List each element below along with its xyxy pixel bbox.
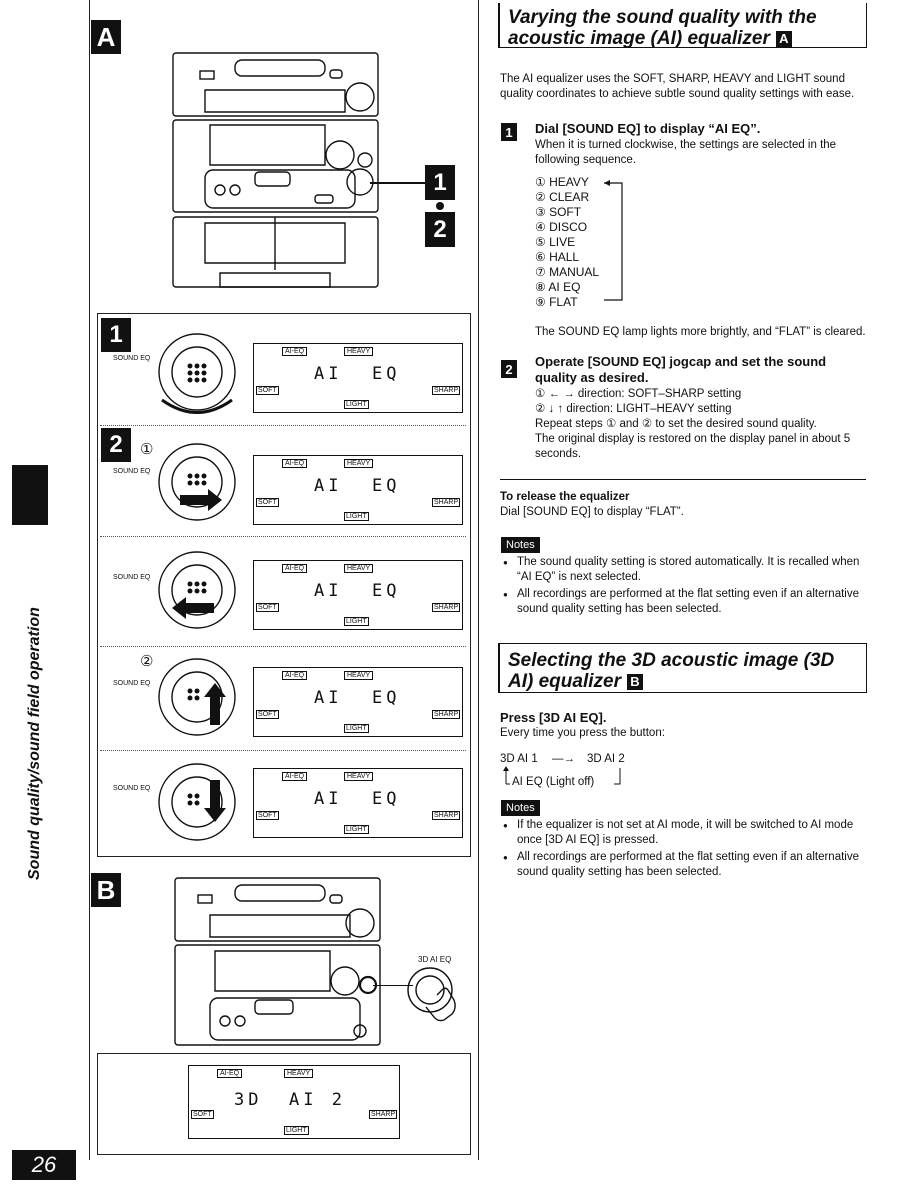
row-divider: [100, 536, 466, 537]
section-b-badge: B: [91, 873, 121, 907]
display-panel: AI-EQ HEAVY AI EQ SOFT SHARP LIGHT: [253, 455, 463, 525]
figure-step-2-circle-1: ①: [140, 441, 154, 458]
sidebar-tab-block: [12, 465, 48, 525]
mode-seq-arrow: —→: [552, 753, 575, 765]
mode-seq-a: 3D AI 1: [500, 753, 538, 765]
sound-eq-label: SOUND EQ: [113, 680, 151, 687]
sequence-list: ① HEAVY ② CLEAR ③ SOFT ④ DISCO ⑤ LIVE ⑥ …: [535, 175, 599, 310]
section-b-title: Selecting the 3D acoustic image (3D AI) …: [508, 650, 835, 692]
row-divider: [100, 646, 466, 647]
page-number: 26: [12, 1150, 76, 1180]
press-heading: Press [3D AI EQ].: [500, 710, 607, 725]
list-item: The sound quality setting is stored auto…: [500, 555, 868, 585]
display-panel: AI-EQ HEAVY AI EQ SOFT SHARP LIGHT: [253, 560, 463, 630]
step-2-badge: 2: [501, 360, 517, 378]
step-2-heading: Operate [SOUND EQ] jogcap and set the so…: [535, 354, 827, 385]
callout-dot: [436, 202, 444, 210]
3d-ai-eq-button-icon: [407, 967, 456, 1022]
mode-loop-arrow-icon: [503, 766, 621, 785]
sound-eq-label: SOUND EQ: [113, 468, 151, 475]
list-item: All recordings are performed at the flat…: [500, 850, 868, 880]
section-a-badge: A: [91, 20, 121, 54]
list-item: ⑦ MANUAL: [535, 265, 600, 279]
figure-step-1-badge: 1: [101, 318, 131, 352]
list-item: ⑥ HALL: [535, 250, 580, 264]
section-a-title: Varying the sound quality with the acous…: [508, 7, 817, 49]
step-1-footer: The SOUND EQ lamp lights more brightly, …: [535, 326, 866, 338]
sound-eq-label: SOUND EQ: [113, 574, 151, 581]
callout-line: [370, 182, 425, 184]
row-divider: [100, 750, 466, 751]
display-panel-b: AI-EQ HEAVY 3D AI 2 SOFT SHARP LIGHT: [188, 1065, 400, 1139]
list-item: If the equalizer is not set at AI mode, …: [500, 818, 868, 848]
list-item: All recordings are performed at the flat…: [500, 587, 868, 617]
figure-step-circle-2: ②: [140, 653, 154, 670]
release-heading: To release the equalizer: [500, 491, 630, 503]
notes-b-label: Notes: [501, 798, 540, 816]
steps-figure-frame: [97, 313, 471, 857]
left-edge-rule: [89, 0, 90, 1160]
section-b-title-box: Selecting the 3D acoustic image (3D AI) …: [498, 643, 867, 693]
stereo-unit-a-illustration: [172, 52, 379, 288]
list-item: ① HEAVY: [535, 175, 589, 189]
sidebar-vertical-text: Sound quality/sound field operation: [26, 607, 43, 880]
sound-eq-dial-up-icon: [158, 658, 236, 736]
sound-eq-dial-left-icon: [158, 551, 236, 629]
section-a-intro: The AI equalizer uses the SOFT, SHARP, H…: [500, 73, 855, 100]
step-1-badge: 1: [501, 123, 517, 141]
notes-b-list: If the equalizer is not set at AI mode, …: [500, 818, 868, 882]
list-item: ② CLEAR: [535, 190, 590, 204]
release-text: Dial [SOUND EQ] to display “FLAT”.: [500, 506, 684, 518]
list-item: ⑧ AI EQ: [535, 280, 581, 294]
sequence-loop-arrow-icon: [604, 180, 623, 301]
display-panel: AI-EQ HEAVY AI EQ SOFT SHARP LIGHT: [253, 667, 463, 737]
press-text: Every time you press the button:: [500, 727, 665, 739]
row-divider: [100, 425, 466, 426]
b-figure-frame: [97, 1053, 471, 1155]
sound-eq-label: SOUND EQ: [113, 785, 151, 792]
step-2-body: ① ← → direction: SOFT–SHARP setting ② ↓ …: [535, 388, 851, 460]
sound-eq-dial-down-icon: [158, 763, 236, 841]
notes-a-list: The sound quality setting is stored auto…: [500, 555, 868, 619]
3d-ai-eq-button-label: 3D AI EQ: [418, 955, 452, 964]
display-panel: AI-EQ HEAVY AI EQ SOFT SHARP LIGHT: [253, 768, 463, 838]
figure-step-2-badge: 2: [101, 428, 131, 462]
stereo-unit-b-illustration: [174, 877, 381, 1046]
callout-step-1-badge: 1: [425, 165, 455, 200]
notes-a-label: Notes: [501, 535, 540, 553]
list-item: ④ DISCO: [535, 220, 588, 234]
list-item: ⑨ FLAT: [535, 295, 578, 309]
callout-step-2-badge: 2: [425, 212, 455, 247]
mode-seq-b: 3D AI 2: [587, 753, 625, 765]
divider: [500, 479, 866, 480]
sound-eq-dial-right-icon: [158, 443, 236, 521]
step-1-heading: Dial [SOUND EQ] to display “AI EQ”.: [535, 121, 761, 136]
sound-eq-label: SOUND EQ: [113, 355, 151, 362]
display-panel: AI-EQ HEAVY AI EQ SOFT SHARP LIGHT: [253, 343, 463, 413]
list-item: ⑤ LIVE: [535, 235, 576, 249]
section-a-title-box: Varying the sound quality with the acous…: [498, 3, 867, 49]
mode-seq-c: AI EQ (Light off): [512, 776, 595, 788]
step-1-text: When it is turned clockwise, the setting…: [535, 139, 837, 166]
sound-eq-dial-icon: [158, 333, 236, 414]
column-divider: [478, 0, 479, 1160]
list-item: ③ SOFT: [535, 205, 582, 219]
callout-line-b: [373, 985, 413, 986]
